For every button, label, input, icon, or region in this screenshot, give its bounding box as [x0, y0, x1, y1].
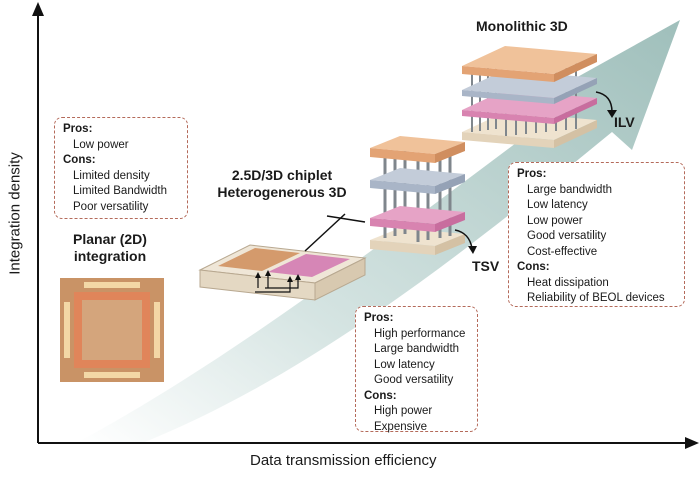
monolithic-stack — [462, 46, 617, 148]
trend-arrow — [78, 20, 680, 444]
pros-header: Pros: — [364, 312, 394, 324]
interposer-2-5d — [198, 244, 367, 301]
pros-item: Low latency — [527, 199, 588, 211]
axes — [32, 2, 699, 449]
pros-item: Large bandwidth — [527, 183, 613, 196]
cons-item: Expensive — [374, 420, 428, 433]
cons-item: Limited density — [73, 169, 150, 182]
pros-header: Pros: — [63, 123, 93, 135]
pros-item: Cost-effective — [527, 245, 598, 258]
cons-item: Poor versatility — [73, 200, 149, 213]
cons-header: Cons: — [517, 261, 550, 273]
monolithic-pros-cons-box: Pros: Large bandwidth Low latency Low po… — [508, 162, 685, 307]
pros-item: Good versatility — [374, 374, 454, 386]
ilv-label: ILV — [614, 114, 635, 130]
monolithic-title: Monolithic 3D — [476, 18, 568, 34]
cons-item: Reliability of BEOL devices — [527, 292, 665, 304]
planar-title-line2: integration — [73, 248, 147, 264]
pros-item: High performance — [374, 327, 466, 340]
cons-item: Limited Bandwidth — [73, 185, 167, 197]
pros-item: Large bandwidth — [374, 343, 460, 355]
chiplet-stack — [370, 136, 477, 255]
pros-item: Low power — [527, 214, 583, 227]
planar-title-line1: Planar (2D) — [73, 231, 147, 247]
chiplet-title: 2.5D/3D chiplet Heterogenerous 3D — [212, 167, 352, 201]
pros-header: Pros: — [517, 168, 547, 180]
cons-item: Heat dissipation — [527, 276, 609, 289]
y-axis-label: Integration density — [6, 152, 24, 275]
pros-item: Good versatility — [527, 230, 607, 242]
pros-item: Low latency — [374, 358, 435, 371]
chiplet-title-line2: Heterogenerous 3D — [217, 184, 347, 200]
planar-pros-cons-box: Pros: Low power Cons: Limited density Li… — [54, 117, 188, 219]
planar-title: Planar (2D) integration — [64, 231, 156, 265]
cons-header: Cons: — [63, 154, 96, 166]
cons-header: Cons: — [364, 389, 397, 402]
chiplet-pros-cons-box: Pros: High performance Large bandwidth L… — [355, 306, 478, 433]
cons-item: High power — [374, 405, 433, 417]
pros-item: Low power — [73, 138, 129, 151]
x-axis-label: Data transmission efficiency — [250, 452, 437, 469]
planar-chip — [60, 278, 164, 382]
tsv-label: TSV — [472, 258, 500, 274]
chiplet-title-line1: 2.5D/3D chiplet — [231, 167, 333, 183]
